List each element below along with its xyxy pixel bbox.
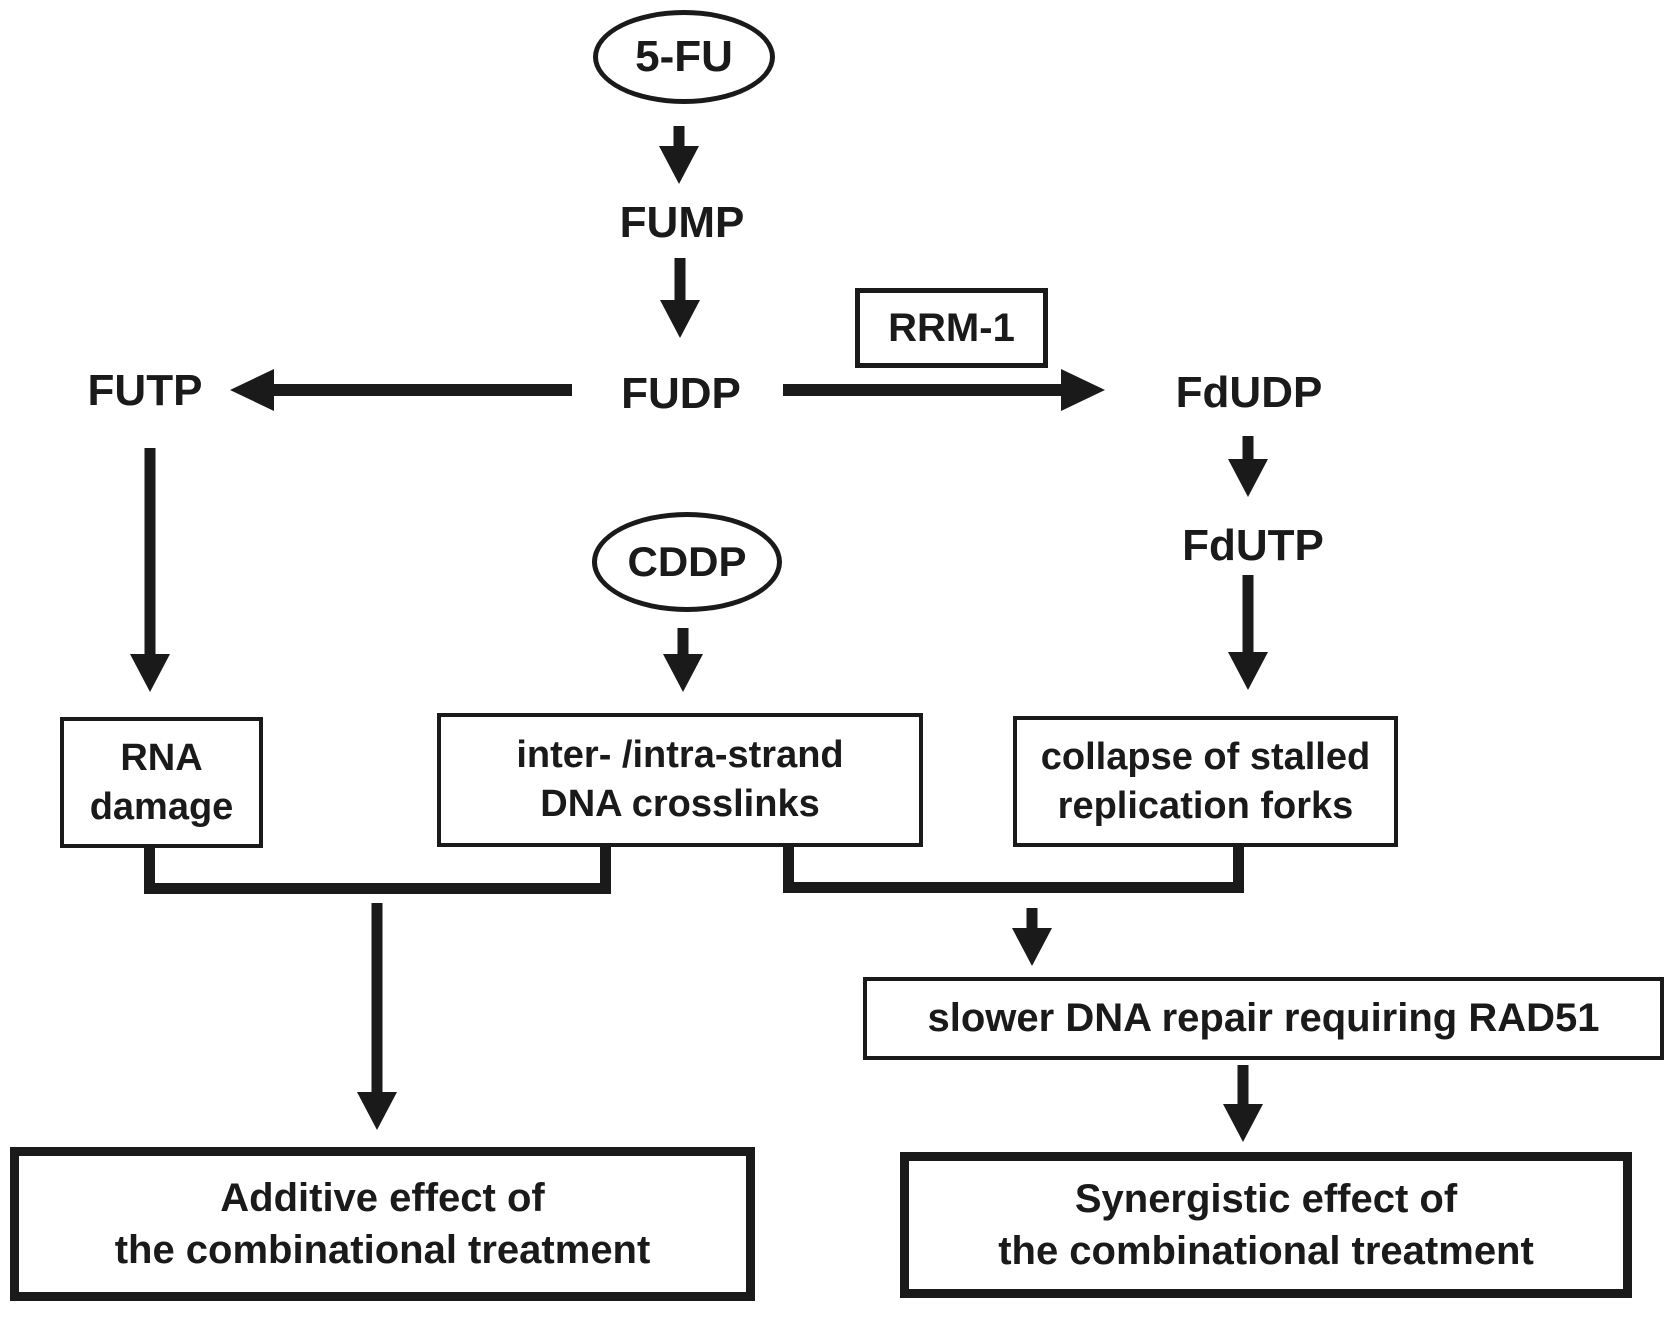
rna-damage-box: RNA damage: [60, 717, 263, 848]
arrow-fdutp-to-collapse-icon: [1226, 575, 1270, 690]
metabolite-fudp-label: FUDP: [621, 369, 741, 418]
dna-crosslinks-box: inter- /intra-strand DNA crosslinks: [437, 713, 923, 847]
additive-effect-line1: Additive effect of: [220, 1176, 545, 1220]
arrow-bracket-to-additive-icon: [355, 903, 399, 1130]
collapse-line2: replication forks: [1057, 784, 1354, 827]
enzyme-rrm1-box: RRM-1: [855, 288, 1048, 368]
drug-5fu-ellipse: 5-FU: [593, 10, 775, 104]
additive-effect-box: Additive effect of the combinational tre…: [10, 1147, 755, 1301]
rna-damage-line2: damage: [89, 785, 234, 828]
bracket-right-stub-crosslinks: [783, 847, 794, 893]
arrow-fudp-to-futp-icon: [230, 368, 572, 412]
bracket-right-horizontal: [783, 882, 1244, 893]
dna-crosslinks-line2: DNA crosslinks: [540, 783, 820, 825]
enzyme-rrm1-label: RRM-1: [888, 306, 1015, 350]
arrow-futp-to-rna-damage-icon: [128, 448, 172, 692]
arrow-fump-to-fudp-icon: [658, 258, 702, 338]
synergistic-effect-line1: Synergistic effect of: [1074, 1177, 1458, 1221]
dna-crosslinks-line1: inter- /intra-strand: [516, 734, 844, 777]
replication-fork-collapse-box: collapse of stalled replication forks: [1013, 716, 1398, 847]
slower-dna-repair-label: slower DNA repair requiring RAD51: [927, 995, 1600, 1040]
metabolite-fdutp-label: FdUTP: [1182, 521, 1324, 570]
metabolite-fdudp-label: FdUDP: [1175, 368, 1323, 417]
synergistic-effect-line2: the combinational treatment: [998, 1229, 1534, 1273]
rna-damage-line1: RNA: [120, 736, 203, 779]
arrow-cddp-to-crosslinks-icon: [661, 628, 705, 692]
drug-cddp-ellipse: CDDP: [592, 512, 782, 612]
bracket-right-stub-collapse: [1233, 847, 1244, 893]
arrow-fdudp-to-fdutp-icon: [1226, 436, 1270, 497]
arrow-fudp-to-fdudp-icon: [783, 368, 1105, 412]
slower-dna-repair-box: slower DNA repair requiring RAD51: [863, 977, 1664, 1060]
additive-effect-line2: the combinational treatment: [114, 1228, 651, 1272]
collapse-line1: collapse of stalled: [1040, 735, 1371, 778]
synergistic-effect-box: Synergistic effect of the combinational …: [900, 1152, 1632, 1298]
metabolite-futp-label: FUTP: [87, 366, 203, 415]
arrow-5fu-to-fump-icon: [657, 126, 701, 184]
arrow-slower-repair-to-synergistic-icon: [1221, 1065, 1265, 1142]
drug-5fu-label: 5-FU: [635, 32, 733, 81]
arrow-bracket-to-slower-repair-icon: [1010, 908, 1054, 966]
bracket-left-horizontal: [144, 883, 611, 894]
drug-cddp-label: CDDP: [627, 538, 747, 585]
bracket-left-stub-crosslinks: [600, 847, 611, 894]
bracket-left-stub-rna: [144, 848, 155, 894]
metabolite-fump-label: FUMP: [619, 198, 745, 247]
